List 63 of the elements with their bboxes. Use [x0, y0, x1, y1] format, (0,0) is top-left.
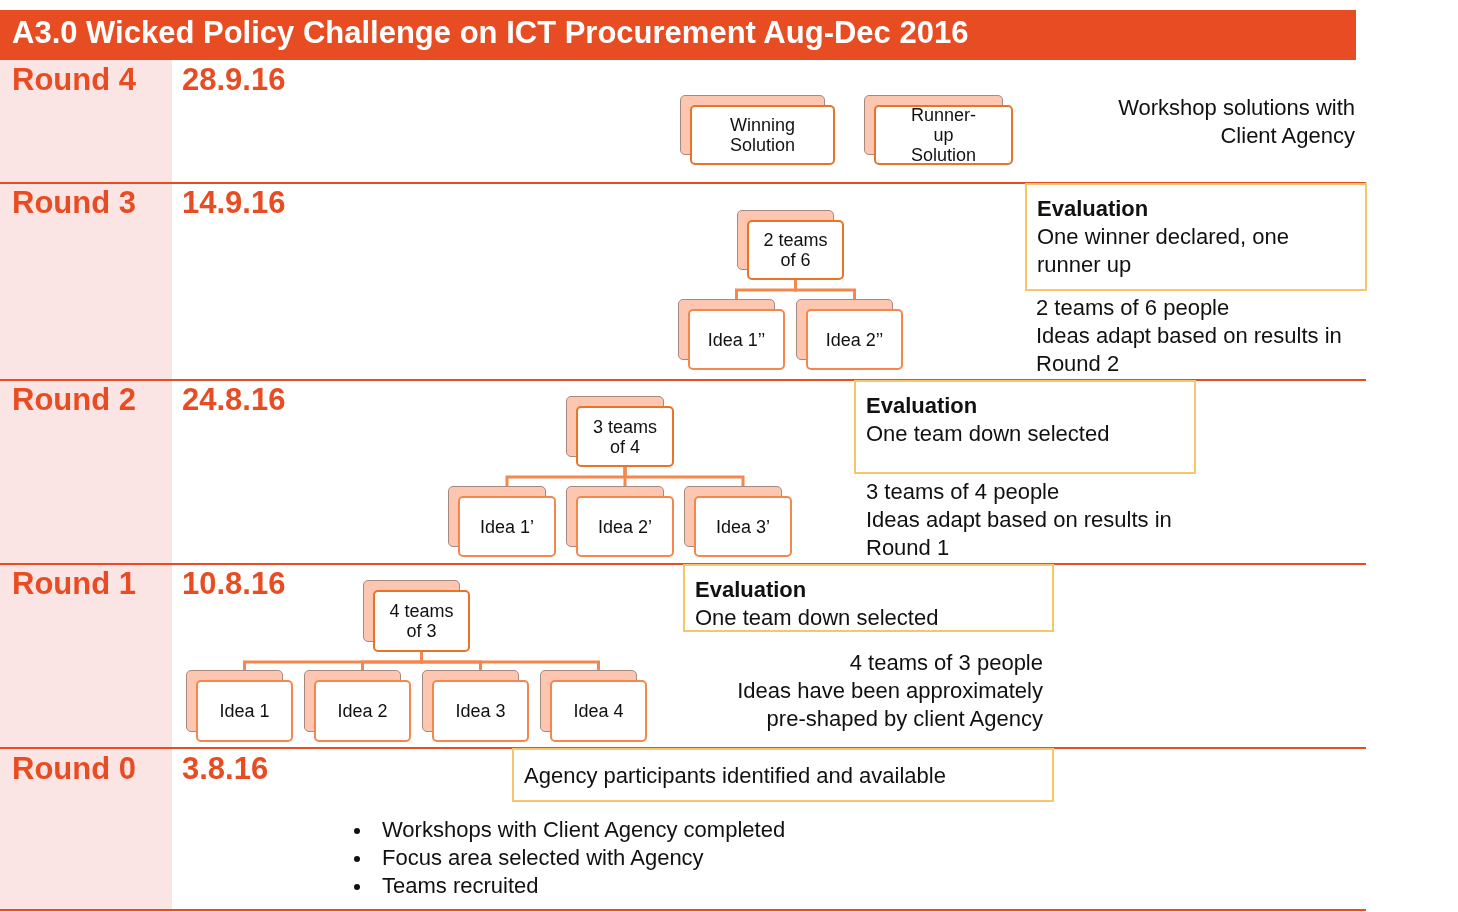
- box-text: One team down selected: [695, 604, 940, 632]
- stacked-box: [684, 486, 792, 557]
- stacked-box: [737, 210, 844, 280]
- round-label: Round 4: [12, 62, 136, 98]
- note-text: Ideas adapt based on results in Round 1: [866, 506, 1173, 562]
- date-label: 28.9.16: [182, 62, 286, 98]
- note-text: Ideas have been approximately pre-shaped by client Agency: [736, 677, 1043, 733]
- stacked-box: [566, 396, 674, 467]
- node-text: Idea 1: [219, 701, 270, 721]
- box-text: One winner declared, one runner up: [1037, 223, 1290, 279]
- round-label: Round 2: [12, 382, 136, 418]
- box-heading: Evaluation: [1037, 195, 1150, 223]
- stacked-box: [678, 299, 785, 370]
- node-text: Idea 3’: [715, 516, 770, 537]
- round-label: Round 0: [12, 751, 136, 787]
- stacked-box: [566, 486, 674, 557]
- node-text: Idea 1’’: [707, 329, 766, 350]
- node-text: Winning Solution: [728, 115, 797, 155]
- stacked-box: [540, 670, 647, 742]
- bullet-item: Teams recruited: [382, 872, 539, 900]
- note-text: 3 teams of 4 people: [866, 478, 1061, 506]
- bullet-item: Focus area selected with Agency: [382, 844, 704, 872]
- evaluation-box: [1025, 183, 1367, 291]
- bullet-item: Workshops with Client Agency completed: [382, 816, 786, 844]
- connector-line: [794, 280, 856, 299]
- stacked-box: [864, 95, 1013, 165]
- note-text: Workshop solutions with Client Agency: [1117, 94, 1355, 150]
- round-label: Round 1: [12, 566, 136, 602]
- node-text: Idea 2’: [597, 516, 652, 537]
- stacked-box: [422, 670, 529, 742]
- node-text: 2 teams of 6: [762, 230, 829, 270]
- date-label: 10.8.16: [182, 566, 286, 602]
- date-label: 3.8.16: [182, 751, 269, 787]
- stacked-box: [363, 580, 470, 652]
- node-text: Idea 2: [337, 701, 388, 721]
- stacked-box: [448, 486, 556, 557]
- node-text: 4 teams of 3: [388, 601, 455, 641]
- stacked-box: [796, 299, 903, 370]
- node-text: Idea 4: [573, 701, 624, 721]
- box-heading: Evaluation: [695, 576, 808, 604]
- connector-line: [623, 467, 745, 486]
- node-text: 3 teams of 4: [592, 416, 658, 457]
- box-text: Agency participants identified and available: [524, 762, 947, 790]
- node-text: Idea 1’: [479, 516, 534, 537]
- box-text: One team down selected: [866, 420, 1111, 448]
- title: A3.0 Wicked Policy Challenge on ICT Procurement Aug-Dec 2016: [0, 10, 1356, 60]
- date-label: 14.9.16: [182, 185, 286, 221]
- node-text: Idea 3: [455, 701, 506, 721]
- stacked-box: [304, 670, 411, 742]
- note-text: 4 teams of 3 people: [848, 649, 1043, 677]
- stacked-box: [680, 95, 835, 165]
- box-heading: Evaluation: [866, 392, 979, 420]
- date-label: 24.8.16: [182, 382, 286, 418]
- note-text: 2 teams of 6 people: [1036, 294, 1231, 322]
- evaluation-box: [854, 380, 1196, 474]
- stacked-box: [186, 670, 293, 742]
- note-text: Ideas adapt based on results in Round 2: [1036, 322, 1343, 378]
- evaluation-box: [683, 564, 1054, 632]
- evaluation-box: [512, 748, 1054, 802]
- node-text: Runner-up Solution: [909, 105, 978, 165]
- node-text: Idea 2’’: [825, 329, 884, 350]
- round-label: Round 3: [12, 185, 136, 221]
- connector-line: [420, 652, 600, 670]
